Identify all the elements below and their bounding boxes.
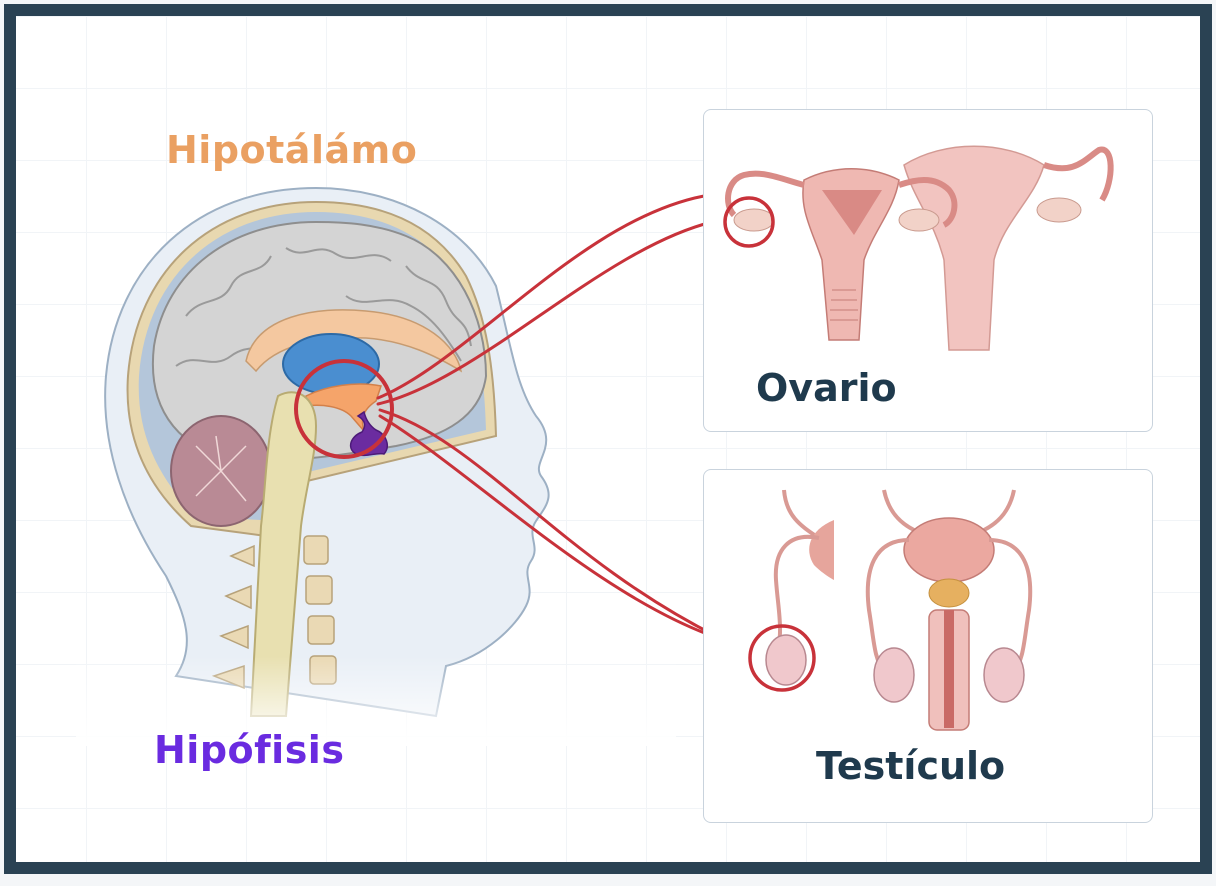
hypothalamus-pituitary-circle	[294, 359, 394, 459]
pituitary-label: Hipófisis	[154, 728, 345, 772]
male-reproductive-illustration	[748, 489, 1033, 731]
testicle-title: Testículo	[816, 744, 1006, 788]
female-reproductive-illustration	[723, 145, 1114, 351]
ovary-highlight-circle	[723, 196, 775, 248]
diagram-frame: Hipotálámo Hipófisis Ovario	[4, 4, 1212, 874]
testicle-highlight-circle	[748, 624, 816, 692]
connector-lines	[376, 194, 726, 642]
ovary-title: Ovario	[756, 366, 897, 410]
ovary-panel: Ovario	[703, 109, 1153, 432]
head-sagittal-illustration	[76, 186, 676, 746]
testicle-panel: Testículo	[703, 469, 1153, 823]
hypothalamus-label: Hipotálámo	[166, 128, 418, 172]
